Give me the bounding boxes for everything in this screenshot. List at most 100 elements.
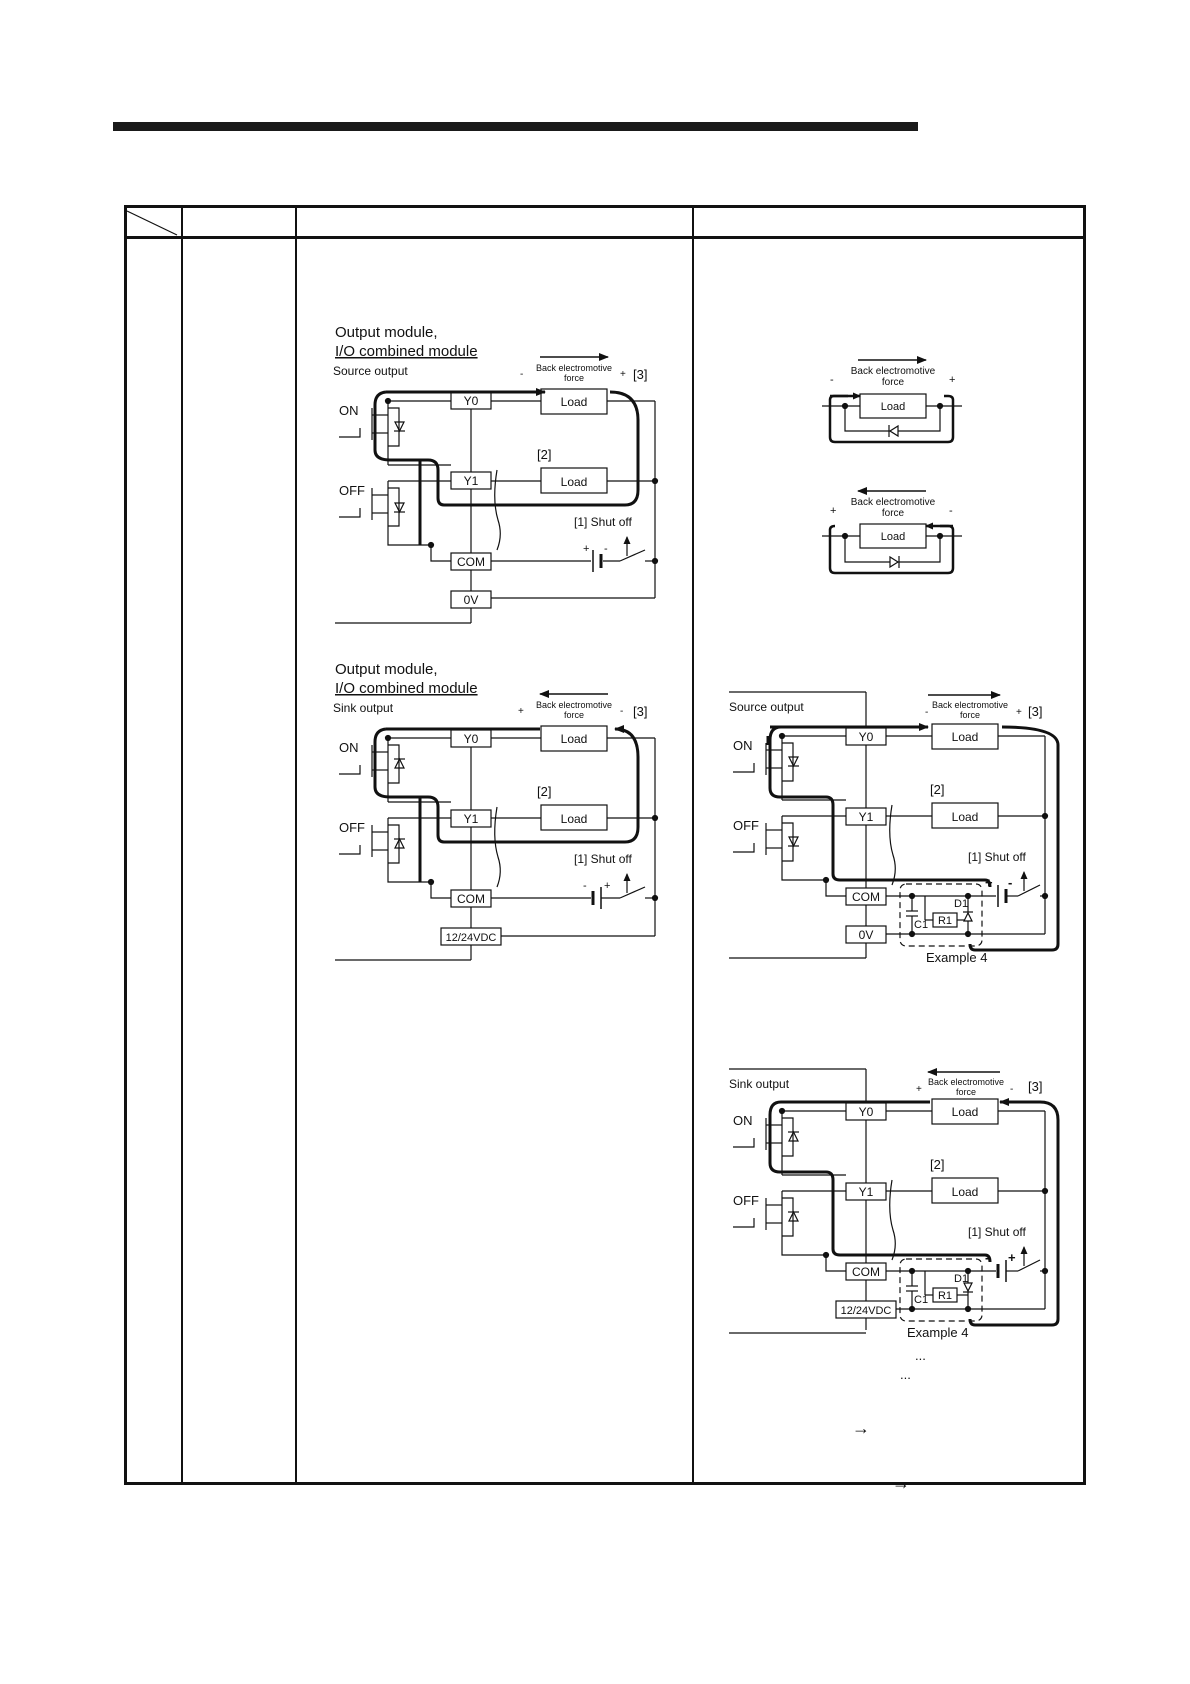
right-source-supply: 0V: [859, 928, 874, 942]
left-sink-y1: Y1: [464, 812, 479, 826]
left-sink-title-1: Output module,: [335, 661, 438, 678]
right-source-subtitle: Source output: [729, 700, 804, 714]
left-sink-y0: Y0: [464, 732, 479, 746]
right-sink-marker-2: [2]: [930, 1157, 944, 1172]
right-sink-off: OFF: [733, 1193, 759, 1208]
left-source-shut-off: [1] Shut off: [574, 515, 632, 529]
left-source-subtitle: Source output: [333, 364, 408, 378]
left-source-com: COM: [457, 555, 485, 569]
right-source-y1: Y1: [859, 810, 874, 824]
left-sink-bemf-2: force: [564, 710, 584, 720]
right-source-y0: Y0: [859, 730, 874, 744]
small-diagram-bottom: Back electromotive force + - Load: [822, 487, 962, 575]
table-col-divider-1: [181, 208, 183, 1482]
left-sink-marker-3: [3]: [633, 704, 647, 719]
small-top-sign-l: -: [830, 374, 834, 386]
left-source-marker-2: [2]: [537, 447, 551, 462]
right-sink-bemf-1: Back electromotive: [928, 1077, 1004, 1087]
right-sink-example-box: [899, 1258, 983, 1322]
right-source-batt-r: -: [1008, 875, 1012, 890]
left-source-supply: 0V: [464, 593, 479, 607]
right-source-load-1: Load: [952, 730, 979, 744]
right-sink-on: ON: [733, 1113, 753, 1128]
left-source-bemf-sign-l: -: [520, 369, 523, 380]
left-source-bemf-2: force: [564, 373, 584, 383]
right-source-diagram: Source output - Back electromotive force…: [729, 691, 1060, 965]
left-sink-on: ON: [339, 740, 359, 755]
right-source-bemf-sign-l: -: [925, 707, 928, 718]
left-sink-com: COM: [457, 892, 485, 906]
right-sink-bemf-2: force: [956, 1087, 976, 1097]
right-sink-y1: Y1: [859, 1185, 874, 1199]
right-source-c1: C1: [914, 919, 928, 931]
footer-arrow-2: →: [892, 1473, 910, 1493]
small-bottom-sign-l: +: [830, 505, 836, 517]
left-sink-shut-off: [1] Shut off: [574, 852, 632, 866]
right-sink-c1: C1: [914, 1294, 928, 1306]
left-sink-load-1: Load: [561, 732, 588, 746]
left-source-load-2-label: Load: [561, 475, 588, 489]
right-sink-com: COM: [852, 1265, 880, 1279]
right-source-bemf-2: force: [960, 710, 980, 720]
left-source-load-2: [540, 467, 608, 494]
left-source-batt-l: +: [583, 543, 589, 555]
small-bottom-sign-r: -: [949, 505, 953, 517]
left-source-on: ON: [339, 403, 359, 418]
spec-table: [124, 205, 1086, 1485]
right-source-example-box: [899, 883, 983, 947]
right-source-off: OFF: [733, 818, 759, 833]
table-col-divider-3: [692, 208, 694, 1482]
left-sink-batt-r: +: [604, 880, 610, 892]
right-sink-load-1: Load: [952, 1105, 979, 1119]
left-source-batt-r: -: [604, 543, 608, 555]
small-top-bemf-1: Back electromotive: [851, 366, 936, 377]
right-sink-diagram: Sink output + Back electromotive force -…: [729, 1068, 1060, 1340]
right-sink-r1: R1: [938, 1290, 952, 1302]
right-sink-bemf-sign-r: -: [1010, 1084, 1013, 1095]
left-source-y0: Y0: [464, 394, 479, 408]
left-sink-bemf-sign-r: -: [620, 706, 623, 717]
left-sink-marker-2: [2]: [537, 784, 551, 799]
left-source-title-2: I/O combined module: [335, 343, 478, 360]
small-top-bemf-2: force: [882, 377, 905, 388]
left-sink-bemf-sign-l: +: [518, 706, 524, 717]
left-source-bemf-sign-r: +: [620, 369, 626, 380]
right-source-load-2: Load: [952, 810, 979, 824]
right-sink-y0: Y0: [859, 1105, 874, 1119]
header-diagonal: [126, 210, 178, 236]
right-sink-batt-l: -: [985, 1250, 989, 1265]
small-bottom-bemf-1: Back electromotive: [851, 497, 936, 508]
right-sink-supply: 12/24VDC: [841, 1305, 892, 1317]
right-sink-bemf-sign-l: +: [916, 1084, 922, 1095]
right-source-shut-off: [1] Shut off: [968, 850, 1026, 864]
left-source-title-1: Output module,: [335, 324, 438, 341]
small-diagram-top: Back electromotive force - + Load: [822, 356, 962, 444]
right-source-com: COM: [852, 890, 880, 904]
right-source-r1: R1: [938, 915, 952, 927]
small-bottom-load: Load: [881, 531, 905, 543]
left-source-off: OFF: [339, 483, 365, 498]
table-col-divider-2: [295, 208, 297, 1482]
small-bottom-bemf-2: force: [882, 508, 905, 519]
left-sink-subtitle: Sink output: [333, 701, 394, 715]
right-source-example: Example 4: [926, 950, 987, 965]
right-source-bemf-1: Back electromotive: [932, 700, 1008, 710]
header-rule: [113, 122, 918, 131]
small-top-sign-r: +: [949, 374, 955, 386]
left-source-y1: Y1: [464, 474, 479, 488]
right-sink-subtitle: Sink output: [729, 1077, 790, 1091]
left-sink-off: OFF: [339, 820, 365, 835]
right-sink-shut-off: [1] Shut off: [968, 1225, 1026, 1239]
right-source-marker-3: [3]: [1028, 704, 1042, 719]
left-source-marker-3: [3]: [633, 367, 647, 382]
left-sink-title-2: I/O combined module: [335, 680, 478, 697]
left-source-diagram: Output module, I/O combined module Sourc…: [333, 324, 659, 624]
small-top-load: Load: [881, 401, 905, 413]
footer-dots-2: ...: [900, 1367, 911, 1382]
right-source-marker-2: [2]: [930, 782, 944, 797]
right-sink-load-2: Load: [952, 1185, 979, 1199]
right-source-d1: D1: [954, 898, 968, 910]
right-source-on: ON: [733, 738, 753, 753]
left-source-bemf-1: Back electromotive: [536, 363, 612, 373]
